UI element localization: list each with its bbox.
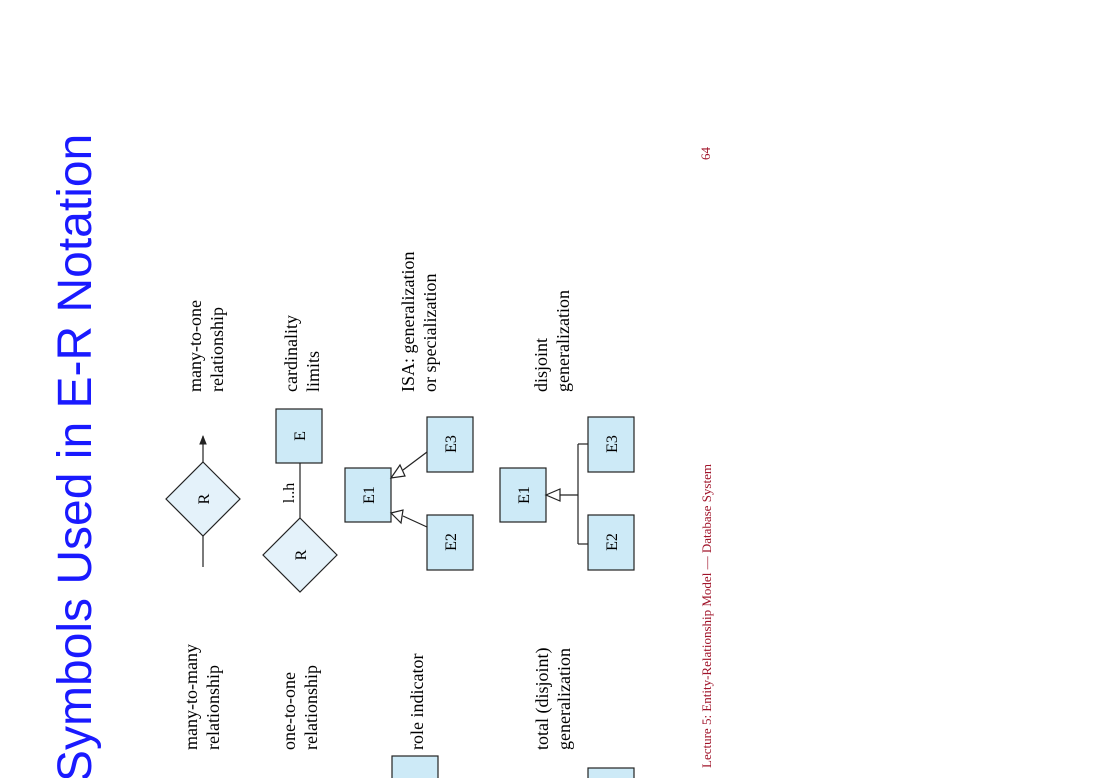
entity-rectangle — [275, 408, 323, 464]
page-number: 64 — [698, 147, 713, 161]
isa-triangle-e2 — [389, 509, 404, 525]
relationship-diamond — [262, 517, 338, 593]
isa-label: ISA: generalization or specialization — [398, 247, 440, 392]
relationship-diamond-label: R — [196, 493, 213, 504]
isa-line-e2 — [402, 515, 428, 528]
entity-e3 — [587, 416, 635, 473]
one-to-one-label: one-to-one relationship — [279, 665, 321, 750]
partial-entity-role — [391, 755, 439, 778]
many-to-many-label: many-to-many relationship — [181, 640, 223, 750]
isa-triangle-e3 — [389, 463, 406, 479]
entity-e3-label: E3 — [604, 435, 621, 453]
relationship-diamond — [165, 461, 241, 537]
slide-footer: Lecture 5: Entity-Relationship Model — D… — [699, 464, 714, 768]
slide-title: Symbols Used in E-R Notation — [49, 134, 102, 778]
entity-e2-label: E2 — [604, 533, 621, 551]
many-to-one-symbol: R — [165, 435, 241, 567]
entity-e2-label: E2 — [443, 533, 460, 551]
isa-symbol: E1 E2 E3 — [344, 416, 474, 571]
entity-e1-label: E1 — [516, 486, 533, 504]
cardinality-symbol: R l..h E — [262, 408, 338, 593]
entity-e1-label: E1 — [361, 486, 378, 504]
entity-e3-label: E3 — [443, 435, 460, 453]
entity-label: E — [292, 431, 309, 441]
total-disjoint-label: total (disjoint) generalization — [532, 643, 574, 750]
entity-e1 — [499, 467, 547, 523]
role-indicator-label: role indicator — [407, 654, 427, 750]
entity-e2 — [426, 514, 474, 571]
many-to-one-label: many-to-one relationship — [185, 296, 227, 392]
entity-e3 — [426, 416, 474, 473]
cardinality-label: cardinality limits — [281, 311, 323, 392]
cardinality-range-label: l..h — [281, 483, 298, 503]
disjoint-label: disjoint generalization — [531, 290, 573, 392]
entity-e1 — [344, 467, 392, 523]
disjoint-symbol: E1 E2 E3 — [499, 416, 635, 571]
relationship-diamond-label: R — [293, 549, 310, 560]
disjoint-triangle — [544, 488, 561, 502]
isa-line-e3 — [402, 451, 428, 471]
entity-e2 — [587, 514, 635, 571]
partial-entity-total — [587, 767, 635, 778]
